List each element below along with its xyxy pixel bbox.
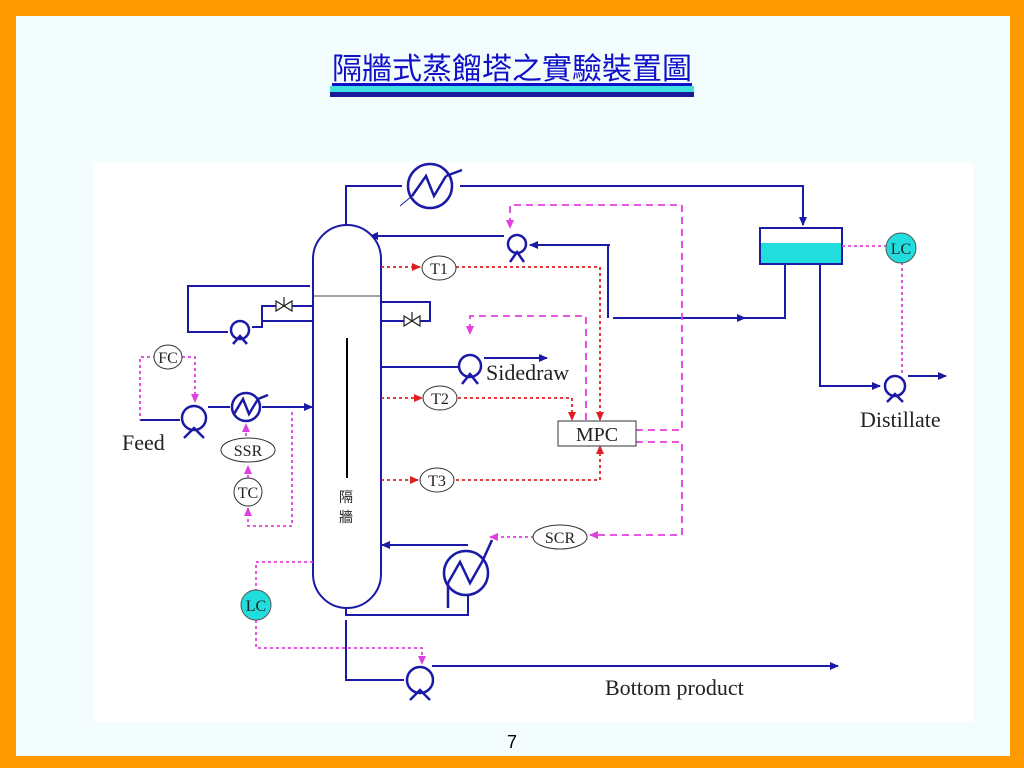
fc-to-pump-signal [182, 356, 199, 403]
sidedraw-pump [457, 353, 483, 385]
drum-to-distillate-pump-line [819, 265, 881, 390]
tag-t2-label: T2 [431, 391, 449, 408]
t3-to-mpc-line [456, 445, 604, 481]
mpc-to-reflux-signal [506, 204, 683, 431]
slide-title-container: 隔牆式蒸餾塔之實驗裝置圖 [0, 48, 1024, 97]
reflux-drum [759, 227, 843, 265]
reboiler-steam-in [480, 539, 494, 563]
lc-bottom-to-pump-signal [255, 620, 426, 665]
tag-scr: SCR [532, 524, 588, 550]
condenser-to-drum-line [460, 185, 807, 226]
bottoms-to-pump-line [345, 620, 404, 681]
tag-ssr-label: SSR [234, 443, 263, 460]
dividing-wall-column: 隔 牆 [312, 224, 382, 609]
instrument-tags: T1 T2 T3 FC SSR TC SCR LC [153, 232, 917, 621]
tag-lc-top: LC [885, 232, 917, 264]
mpc-box [557, 420, 637, 447]
t1-to-mpc-line [456, 266, 604, 421]
mpc-controller: MPC [557, 420, 637, 447]
distillate-label: Distillate [860, 407, 941, 432]
tag-scr-label: SCR [545, 530, 576, 547]
tag-t3-label: T3 [428, 473, 446, 490]
page-number: 7 [506, 732, 517, 752]
feed-pump-base [183, 426, 205, 439]
reboiler [442, 539, 494, 608]
control-signals [139, 204, 903, 665]
reboiler-inlet-line [345, 595, 469, 616]
left-loop-pump-base [232, 334, 248, 345]
sidedraw-label: Sidedraw [486, 360, 569, 385]
tag-t1: T1 [421, 255, 457, 281]
bottom-product-label: Bottom product [605, 675, 744, 700]
left-loop-line [187, 285, 310, 333]
reflux-drum-level [761, 243, 841, 263]
feed-heater [230, 391, 269, 423]
mpc-to-scr-signal [589, 441, 683, 539]
reboiler-coil [446, 559, 484, 586]
tag-t2: T2 [422, 385, 458, 411]
fc-sensor-signal [139, 356, 156, 420]
tag-fc-label: FC [158, 350, 178, 367]
diagram-panel: 隔 牆 [93, 162, 973, 722]
mpc-to-sidedraw-signal [466, 315, 587, 420]
feed-heater-coil [232, 396, 260, 417]
tag-lc-bottom-label: LC [246, 598, 266, 615]
feed-heater-line [257, 393, 269, 401]
bottoms-pump-body [405, 665, 435, 695]
tag-tc: TC [233, 477, 263, 507]
slide-title: 隔牆式蒸餾塔之實驗裝置圖 [330, 48, 694, 97]
condenser-coolant-line [445, 168, 463, 178]
sidedraw-pump-body [457, 353, 483, 379]
tag-lc-bottom: LC [240, 589, 272, 621]
process-diagram: 隔 牆 [122, 162, 947, 701]
overhead-vapor-line [345, 185, 402, 225]
feed-pump-body [180, 404, 208, 432]
condenser-coolant-line-2 [399, 195, 413, 207]
tag-tc-label: TC [238, 485, 258, 502]
reflux-pump [506, 233, 528, 263]
bottoms-pump [405, 665, 435, 701]
sidedraw-pump-base [461, 371, 479, 385]
left-control-valve [275, 297, 293, 313]
drum-outlet-line [613, 265, 786, 319]
left-loop-pump-body [229, 319, 251, 341]
distillate-pump-body [883, 374, 907, 398]
tag-lc-top-label: LC [891, 241, 911, 258]
temperature-signals [381, 263, 604, 484]
tag-fc: FC [153, 344, 183, 370]
tag-t1-label: T1 [430, 261, 448, 278]
bottoms-pump-base [409, 688, 431, 701]
t2-to-mpc-line [458, 397, 576, 421]
mpc-label: MPC [576, 424, 618, 446]
condenser [399, 162, 463, 210]
distillate-pump [883, 374, 907, 403]
wall-label-2: 牆 [339, 510, 353, 526]
condenser-coil [410, 173, 448, 199]
tc-sensor-signal [244, 412, 293, 527]
reflux-riser [607, 244, 610, 318]
lc-bottom-sensor-signal [255, 561, 313, 590]
right-control-valve [403, 312, 421, 328]
feed-label: Feed [122, 430, 165, 455]
tag-t3: T3 [419, 467, 455, 493]
left-loop-pump [229, 319, 251, 345]
distillate-pump-base [886, 392, 904, 403]
feed-pump [180, 404, 208, 439]
reflux-pump-base [508, 249, 526, 263]
tag-ssr: SSR [220, 437, 276, 463]
wall-label-1: 隔 [339, 490, 353, 506]
